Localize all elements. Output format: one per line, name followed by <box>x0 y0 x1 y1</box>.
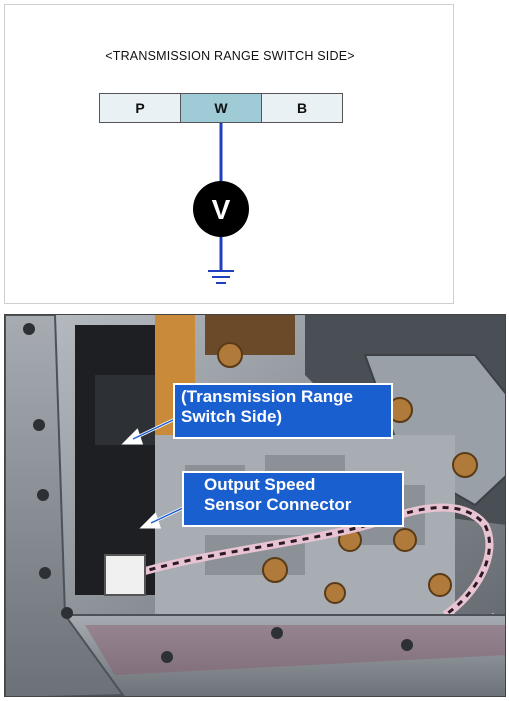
diagram-title: <TRANSMISSION RANGE SWITCH SIDE> <box>105 49 355 63</box>
ground-icon <box>208 270 234 284</box>
voltmeter-label: V <box>212 194 231 225</box>
callout-output-speed-sensor: Output Speed Sensor Connector <box>182 471 404 527</box>
pin-w: W <box>181 94 262 122</box>
callout-line-2: Sensor Connector <box>204 494 352 514</box>
callout-line-1: (Transmission Range <box>181 387 353 406</box>
voltmeter-icon <box>193 181 249 237</box>
connector-diagram: <TRANSMISSION RANGE SWITCH SIDE> V P W B <box>4 4 454 304</box>
callout-transmission-range-switch: (Transmission Range Switch Side) <box>173 383 393 439</box>
callout-line-1: Output Speed <box>204 475 316 494</box>
connector-pins: P W B <box>99 93 343 123</box>
pin-p: P <box>100 94 181 122</box>
callout-line-2: Switch Side) <box>181 406 283 426</box>
transmission-photo: (Transmission Range Switch Side) Output … <box>4 314 506 697</box>
pin-b: B <box>262 94 342 122</box>
wiring-schematic: V <box>193 117 249 284</box>
